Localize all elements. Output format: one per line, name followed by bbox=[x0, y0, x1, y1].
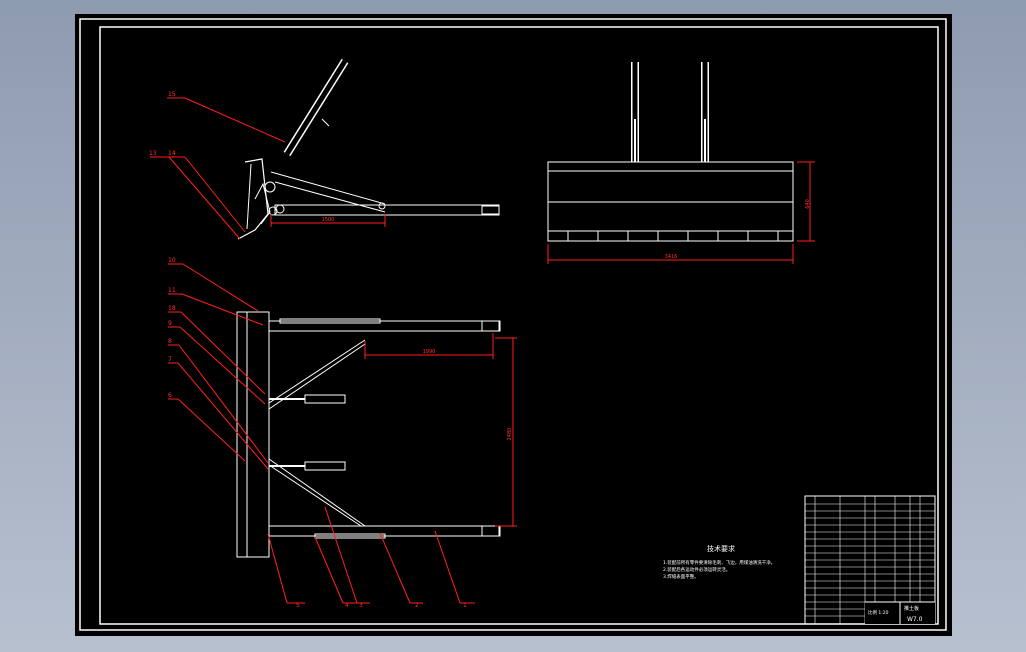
side-view: 1500 bbox=[237, 58, 500, 240]
part-label: 4 bbox=[345, 602, 349, 609]
outer-border bbox=[79, 18, 947, 631]
part-label: 9 bbox=[168, 320, 172, 327]
brace-upper bbox=[268, 339, 366, 404]
part-label: 3 bbox=[359, 602, 363, 609]
part-label: 13 bbox=[149, 150, 157, 157]
title-scale: 比例 1:20 bbox=[868, 609, 889, 616]
technical-notes: 技术要求 1.装配前所有零件要清除毛刺、飞边，用煤油清洗干净。 2.装配后各运动… bbox=[663, 544, 775, 580]
title-block: 比例 1:20 推土板 W7.0 bbox=[804, 495, 936, 625]
part-label: 6 bbox=[168, 392, 172, 399]
part-label: 5 bbox=[296, 602, 300, 609]
front-top-rail bbox=[547, 161, 794, 172]
title-name: 推土板 bbox=[904, 605, 919, 612]
part-label: 18 bbox=[168, 305, 176, 312]
part-label: 11 bbox=[168, 287, 176, 294]
part-label: 15 bbox=[168, 91, 176, 98]
note-line: 2.装配后各运动件必须运转灵活。 bbox=[663, 566, 730, 573]
front-view: 640 3416 bbox=[547, 62, 815, 264]
push-beam bbox=[274, 204, 500, 216]
inner-border bbox=[99, 26, 939, 625]
cylinder-lower bbox=[304, 461, 346, 471]
dim-side: 1500 bbox=[322, 217, 335, 223]
notes-title: 技术要求 bbox=[707, 544, 735, 553]
part-label: 14 bbox=[168, 150, 176, 157]
cylinder-upper bbox=[304, 394, 346, 404]
dim-front-width: 3416 bbox=[665, 254, 678, 260]
front-cutting-edge bbox=[547, 230, 794, 242]
title-code: W7.0 bbox=[907, 616, 923, 623]
top-view: 1990 2480 bbox=[236, 311, 517, 558]
dim-front-height: 640 bbox=[805, 199, 811, 209]
brace-lower bbox=[268, 458, 366, 527]
top-beam-lower bbox=[268, 525, 500, 537]
dim-top-height: 2480 bbox=[507, 428, 513, 441]
front-blade bbox=[547, 170, 794, 232]
drawing-svg: 1500 640 3416 bbox=[79, 18, 947, 631]
dim-top-width: 1990 bbox=[423, 349, 436, 355]
part-label: 1 bbox=[463, 602, 467, 609]
top-blade bbox=[246, 311, 270, 558]
push-arm-upper bbox=[270, 171, 386, 205]
cad-drawing-canvas: 1500 640 3416 bbox=[75, 14, 952, 636]
part-label: 7 bbox=[168, 356, 172, 363]
part-label: 10 bbox=[168, 257, 176, 264]
part-label: 8 bbox=[168, 338, 172, 345]
top-beam-upper bbox=[268, 320, 500, 332]
part-label: 2 bbox=[415, 602, 419, 609]
part-labels: 15 13 14 10 11 18 9 8 7 6 5 4 3 2 1 bbox=[149, 91, 467, 609]
note-line: 3.焊缝表面平整。 bbox=[663, 573, 699, 580]
side-blade bbox=[237, 158, 269, 240]
note-line: 1.装配前所有零件要清除毛刺、飞边，用煤油清洗干净。 bbox=[663, 559, 775, 566]
leaders bbox=[150, 97, 475, 604]
